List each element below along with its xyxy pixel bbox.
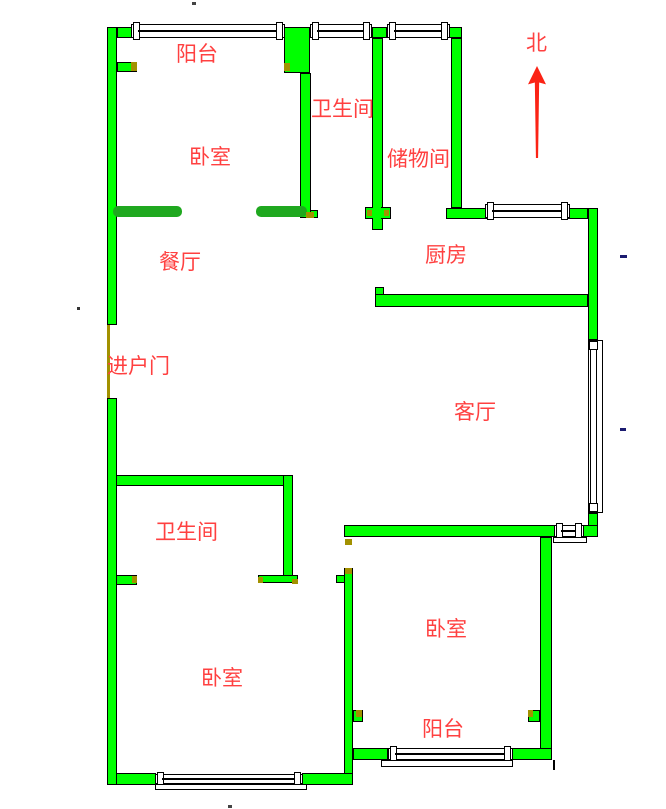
entrance-door-line [107,325,110,398]
wall-living-south-corner [583,525,598,537]
door-bar-bedroom-north-left [113,206,182,217]
window-pane [590,348,597,505]
window-post [276,22,283,40]
jamb-bathroom-south-right [258,577,263,583]
stray-dot [228,805,232,808]
wall-living-south [344,525,555,537]
window-bedroom-sw [155,772,303,786]
wall-kitchen-south [375,294,588,307]
wall-storage-right [451,38,462,208]
window-post [561,202,568,220]
wall-bedroom-se-left-foot [336,575,345,583]
wall-west-lower [107,398,117,785]
room-label-bedroom-north: 卧室 [189,146,231,169]
jamb-balcony-north-right [284,63,290,71]
wall-bathroom-south-top [116,475,293,486]
window-glass-line [394,30,443,32]
window-post [441,22,448,40]
stray-dash [620,428,626,431]
room-label-living: 客厅 [454,401,496,424]
stray-dot [77,307,80,310]
room-label-dining: 餐厅 [159,251,201,274]
stray-dash [620,255,627,258]
window-glass-line [162,778,296,780]
wall-kitchen-north-right [568,208,588,219]
window-glass-line [317,30,365,32]
wall-east-upper [588,208,598,340]
wall-bedroom-north-right [300,73,311,218]
jamb-bathroom-north [306,212,314,218]
room-label-kitchen: 厨房 [425,244,467,267]
jamb-bathroom-south-corner [292,579,298,584]
wall-bathroom-storage-divider [372,38,383,230]
room-label-balcony-north: 阳台 [176,43,218,66]
stray-dot [192,2,196,5]
window-glass-line [492,210,563,212]
wall-north-mid [372,27,387,38]
window-kitchen [485,202,570,220]
room-label-entrance: 进户门 [107,355,170,378]
wall-bathroom-south-right [283,475,293,583]
window-living-south [554,523,584,539]
window-cap [589,503,598,512]
window-balcony-south [388,746,513,762]
window-living-east [588,340,603,513]
room-label-balcony-south: 阳台 [422,718,464,741]
window-storage [387,22,450,40]
jamb-balcony-south-left [356,710,362,717]
jamb-bathroom-south-left [132,576,137,583]
north-label: 北 [526,32,547,55]
wall-bedroom-se-right [540,537,552,758]
window-sill-bedroom-sw [155,784,307,790]
jamb-balcony-north-left [131,62,137,71]
window-post [363,22,370,40]
room-label-bedroom-sw: 卧室 [201,667,243,690]
wall-bedroom-se-left [344,568,353,785]
jamb-cross-right [384,210,389,216]
wall-bedroom-sw-bottom-left [116,773,156,785]
wall-bedroom-sw-bottom-right [302,773,353,785]
window-glass-line [561,530,577,532]
wall-kitchen-north-left [446,208,487,219]
wall-north-right-end [448,27,462,38]
window-bathroom-north [310,22,372,40]
window-balcony-north [131,22,285,40]
room-label-storage: 储物间 [387,148,450,171]
window-cap [589,341,598,350]
jamb-bedroom-se-door-bottom [345,568,352,574]
stray-tick [553,760,555,770]
room-label-bathroom-south: 卫生间 [155,521,218,544]
wall-west-upper [107,27,117,325]
jamb-balcony-south-right [528,710,533,717]
jamb-bedroom-se-door-top [345,539,352,545]
wall-balcony-south-bottom-right [512,748,552,760]
door-bar-bedroom-north-right [256,206,307,217]
window-glass-line [138,30,278,32]
window-sill-balcony-south [381,760,513,767]
north-arrow-icon [528,66,546,158]
window-glass-line [395,753,506,755]
window-sill-living-south [553,537,587,543]
room-label-bedroom-se: 卧室 [425,618,467,641]
room-label-bathroom-north: 卫生间 [311,98,374,121]
wall-balcony-south-bottom-left [353,748,388,760]
jamb-cross-left [367,210,372,216]
